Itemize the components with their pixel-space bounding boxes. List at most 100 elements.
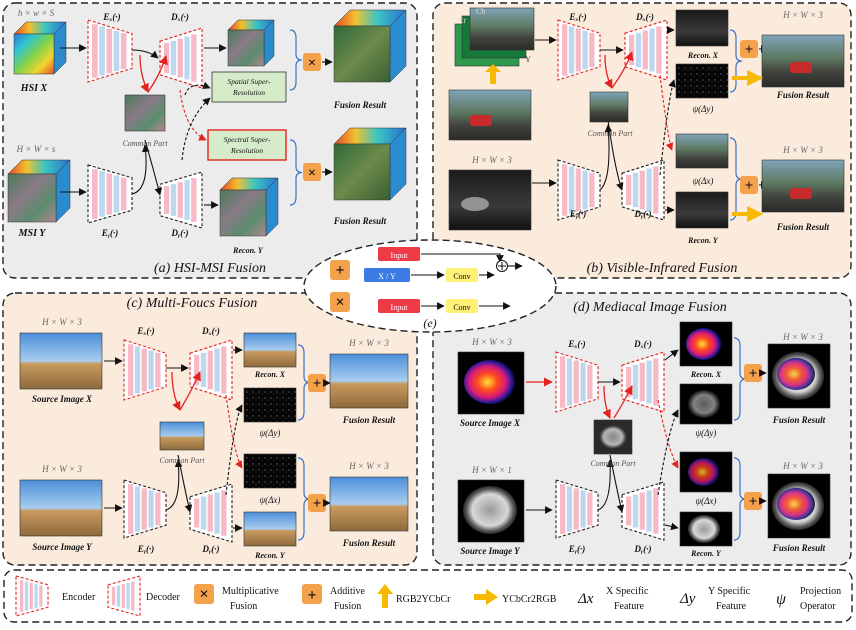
panel-b-caption: (b) Visible-Infrared Fusion — [587, 261, 738, 276]
coder-layer — [656, 26, 662, 74]
recon-y-scan — [688, 515, 720, 543]
common-part-label: Common Part — [590, 459, 636, 468]
fusion-result-label: Fusion Result — [776, 222, 830, 232]
source-image-y — [19, 479, 103, 537]
panel-e-caption: (e) — [423, 316, 436, 330]
common-part-label: Common Part — [122, 139, 168, 148]
common-part-image — [124, 94, 166, 132]
additive-fusion-op — [740, 176, 758, 194]
coder-layer — [560, 356, 566, 408]
plus-symbol: + — [335, 262, 344, 279]
decoder-y-label: Dᵧ(·) — [171, 228, 189, 238]
fusion-result-label: Fusion Result — [333, 216, 387, 226]
input-box — [378, 247, 420, 261]
legend-dx-symbol: Δx — [577, 591, 594, 607]
coder-layer — [568, 26, 575, 74]
op-box — [330, 292, 350, 312]
sum-node-plus — [498, 262, 506, 270]
arrow-to-spectral-sr — [179, 89, 207, 141]
op-box — [194, 584, 214, 604]
arrow-encx-common — [602, 385, 611, 419]
dimension-label: H × W × 3 — [782, 332, 823, 342]
additive-fusion-op — [308, 374, 326, 392]
arrow-decy-psi-dy — [225, 404, 243, 496]
decoder-x-label: Dₓ(·) — [635, 12, 654, 22]
coder-layer — [575, 28, 581, 72]
coder-layer — [92, 24, 98, 78]
panel-b-visible-infrared — [432, 2, 852, 279]
conv-box — [446, 268, 478, 282]
spectral-sr-label: Spectral Super- — [224, 135, 271, 144]
brace — [289, 29, 303, 91]
coder-layer — [642, 30, 648, 70]
arrow-decx-psi-dx — [659, 74, 674, 151]
legend-projection-label: Projection — [800, 586, 841, 597]
arrow-encx-decx — [131, 49, 159, 59]
coder-layer — [200, 496, 207, 530]
coder-layer — [134, 486, 141, 532]
encoder-block — [557, 19, 601, 81]
fusion-result-label: Fusion Result — [333, 100, 387, 110]
recon-y-label: Recon. Y — [254, 551, 286, 560]
recon-x-label: Recon. X — [690, 370, 722, 379]
coder-layer — [121, 584, 125, 608]
panel-a-caption: (a) HSI-MSI Fusion — [154, 261, 266, 276]
legend-rgb2ycbcr-arrow-head — [377, 584, 393, 594]
encoder-x-label: Eₓ(·) — [136, 326, 154, 336]
arrow-common-decy — [607, 119, 624, 191]
coder-layer — [34, 584, 38, 608]
spatial-sr-box — [211, 71, 287, 103]
source-y-label: Source Image Y — [32, 542, 93, 552]
dimension-label: H × W × 3 — [348, 461, 389, 471]
coder-layer — [653, 358, 659, 406]
psi-dx-label: ψ(Δx) — [696, 496, 717, 506]
op-box — [303, 163, 321, 181]
source-y-label: Source Image Y — [460, 546, 521, 556]
legend-y-feature-label: Feature — [716, 601, 747, 612]
coder-layer — [580, 362, 586, 402]
coder-layer — [134, 346, 141, 394]
mri-scan — [463, 486, 517, 534]
encoder-block — [15, 575, 49, 617]
psi-dy-label: ψ(Δy) — [696, 428, 717, 438]
fusion-result-image-2 — [761, 159, 845, 213]
dimension-label: H × W × 3 — [471, 155, 512, 165]
psi-dx-image — [243, 453, 297, 489]
fusion-car — [790, 62, 812, 73]
plus-symbol: + — [749, 494, 758, 510]
multiplicative-fusion-op — [303, 53, 321, 71]
arrow-encx-common — [139, 54, 149, 93]
coder-layer — [646, 360, 652, 404]
coder-layer — [646, 168, 652, 212]
fusion-scan-pet — [777, 488, 815, 520]
coder-layer — [120, 177, 127, 211]
multiply-symbol: × — [335, 294, 344, 311]
arrow-encx-common — [604, 54, 613, 89]
psi-dy-scan — [688, 390, 720, 418]
coder-layer — [177, 182, 183, 218]
recon-x-cube — [227, 19, 275, 67]
op-box — [330, 260, 350, 280]
panel-d-caption: (d) Mediacal Image Fusion — [573, 300, 727, 315]
additive-fusion-op — [744, 364, 762, 382]
infrared-image — [448, 169, 532, 231]
coder-layer — [560, 484, 566, 534]
fusion-result-label: Fusion Result — [772, 543, 826, 553]
rgb2ycbcr-arrow — [490, 70, 496, 84]
plus-symbol: + — [313, 496, 322, 512]
coder-layer — [39, 585, 43, 607]
arrow-common-decx — [611, 51, 634, 89]
arrow-common-decy — [177, 454, 193, 513]
recon-x-label: Recon. X — [254, 370, 286, 379]
coder-layer — [126, 582, 130, 610]
fusion-result-label: Fusion Result — [342, 415, 396, 425]
coder-layer — [141, 348, 147, 392]
fusion-result-label: Fusion Result — [772, 415, 826, 425]
ir-car — [461, 197, 489, 211]
encoder-x-label: Eₓ(·) — [102, 12, 120, 22]
coder-layer — [568, 166, 575, 214]
decoder-x-label: Dₓ(·) — [201, 326, 220, 336]
spectral-sr-label: Resolution — [230, 146, 263, 155]
